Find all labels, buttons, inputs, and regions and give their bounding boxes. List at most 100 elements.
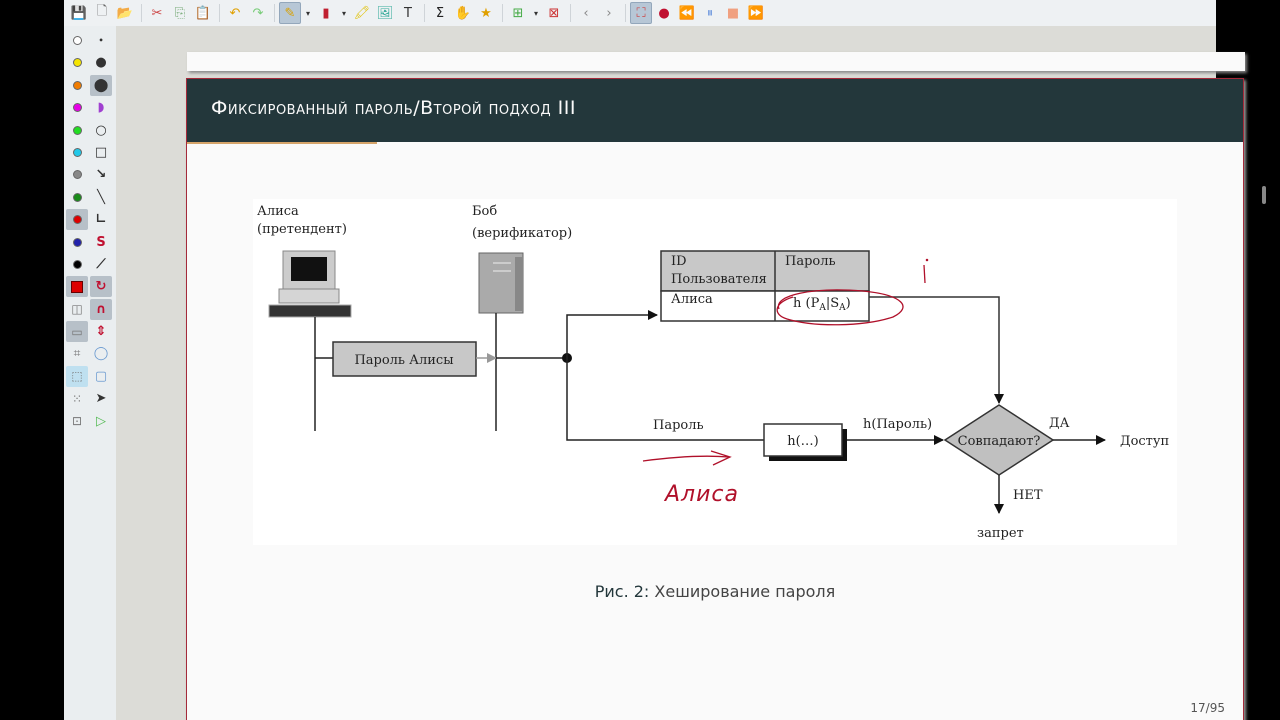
stop-button[interactable]: ■ <box>722 2 744 24</box>
color-swatch-button[interactable] <box>66 232 88 253</box>
arrow-tool-button[interactable]: ↘ <box>90 164 112 185</box>
vertical-space-button[interactable]: ⇕ <box>90 321 112 342</box>
pause-button[interactable]: ⏸ <box>699 2 721 24</box>
new-page-icon: 🗋 <box>96 4 108 19</box>
arrow-tool-icon: ↘ <box>95 167 107 183</box>
caption-text: Хеширование пароля <box>649 582 836 601</box>
magnet-tool-button[interactable]: ∩ <box>90 298 112 320</box>
ruler-tool-button[interactable]: ⟋ <box>90 254 112 275</box>
eraser-button[interactable]: ▮ <box>315 2 337 24</box>
cut-button[interactable]: ✂ <box>146 2 168 24</box>
undo-button[interactable]: ↶ <box>224 2 246 24</box>
color-swatch-button[interactable] <box>66 30 88 51</box>
handwritten-annotations[interactable] <box>642 258 929 466</box>
add-page-button[interactable]: ⊞ <box>507 2 529 24</box>
header-accent-line <box>187 142 377 144</box>
color-swatch-button[interactable] <box>66 142 88 163</box>
color-swatch-button[interactable] <box>66 75 88 96</box>
select-object-icon: ⊡ <box>71 414 83 429</box>
add-page-icon: ⊞ <box>512 5 524 21</box>
vertical-scrollbar-handle[interactable] <box>1262 186 1266 204</box>
line-tool-button[interactable]: ╲ <box>90 187 112 208</box>
record-icon: ● <box>658 5 670 21</box>
next-page-icon: › <box>606 5 612 21</box>
table-header-user: Пользователя <box>671 272 767 287</box>
rotate-tool-button[interactable]: ↻ <box>90 276 112 298</box>
new-page-button[interactable]: 🗋 <box>91 2 113 24</box>
select-region-button[interactable]: ⬚ <box>66 365 88 387</box>
annotation-text: Алиса <box>663 482 739 507</box>
hand-icon: ✋ <box>454 5 472 21</box>
record-button[interactable]: ● <box>653 2 675 24</box>
highlighter-button[interactable]: 🖍 <box>351 2 373 24</box>
chevron-down-icon[interactable]: ▾ <box>533 8 538 18</box>
thin-stroke-button[interactable]: • <box>90 30 112 51</box>
text-button[interactable]: T <box>397 2 419 24</box>
copy-icon: ⎘ <box>174 5 186 21</box>
presentation-button[interactable]: ▭ <box>66 321 88 343</box>
chevron-down-icon[interactable]: ▾ <box>305 8 310 18</box>
line-tool-icon: ╲ <box>97 189 105 205</box>
color-swatch-button[interactable] <box>66 254 88 275</box>
paste-button[interactable]: 📋 <box>192 2 214 24</box>
circle-tool-button[interactable]: ○ <box>90 120 112 141</box>
color-dot-icon <box>72 215 82 225</box>
color-swatch-button[interactable] <box>66 97 88 118</box>
server-icon <box>478 252 524 314</box>
undo-icon: ↶ <box>229 5 241 21</box>
fill-shape-icon: ◗ <box>97 100 105 116</box>
fill-color-button[interactable] <box>66 276 88 298</box>
color-swatch-button[interactable] <box>66 187 88 208</box>
text-icon: T <box>404 5 412 21</box>
color-dot-icon <box>72 103 82 113</box>
caption-label: Рис. 2: <box>594 582 650 601</box>
save-button[interactable]: 💾 <box>68 2 90 24</box>
rectangle-tool-button[interactable]: □ <box>90 142 112 163</box>
annotation-arrow <box>642 450 732 466</box>
next-page-button[interactable]: › <box>598 2 620 24</box>
color-palette: ◫▭ ⌗ ⬚⁙ ⊡ <box>66 30 90 433</box>
thick-stroke-button[interactable]: ⬤ <box>90 74 112 96</box>
lasso-select-button[interactable]: ◯ <box>90 343 112 364</box>
canvas-area[interactable]: Фиксированный пароль/Второй подход III А… <box>116 26 1266 720</box>
image-button[interactable]: 🖼 <box>374 2 396 24</box>
fullscreen-button[interactable]: ⛶ <box>630 2 652 24</box>
select-object-button[interactable]: ⊡ <box>66 411 88 432</box>
previous-slide-edge[interactable] <box>187 52 1245 71</box>
slide-page[interactable]: Фиксированный пароль/Второй подход III А… <box>186 78 1244 720</box>
fill-shape-button[interactable]: ◗ <box>90 97 112 118</box>
color-swatch-button[interactable] <box>66 209 88 231</box>
formula-button[interactable]: Σ <box>429 2 451 24</box>
chevron-down-icon[interactable]: ▾ <box>341 8 346 18</box>
pen-button[interactable]: ✎ <box>279 2 301 24</box>
table-cell-user: Алиса <box>671 292 713 307</box>
crop-icon: ⌗ <box>73 346 81 361</box>
open-folder-button[interactable]: 📂 <box>114 2 136 24</box>
computer-icon <box>268 250 352 318</box>
favorite-tool-button[interactable]: ★ <box>475 2 497 24</box>
previous-page-button[interactable]: ‹ <box>575 2 597 24</box>
fast-forward-button[interactable]: ⏩ <box>745 2 767 24</box>
crop-button[interactable]: ⌗ <box>66 343 88 364</box>
copy-button[interactable]: ⎘ <box>169 2 191 24</box>
pointer-button[interactable]: ➤ <box>90 388 112 409</box>
table-header-id: ID <box>671 254 687 269</box>
hand-button[interactable]: ✋ <box>452 2 474 24</box>
color-swatch-button[interactable] <box>66 52 88 73</box>
rect-select-button[interactable]: ▢ <box>90 366 112 387</box>
axis-tool-button[interactable]: ∟ <box>90 209 112 230</box>
color-swatch-button[interactable] <box>66 164 88 185</box>
image-icon: 🖼 <box>376 5 394 21</box>
color-swatch-button[interactable] <box>66 120 88 141</box>
delete-page-button[interactable]: ⊠ <box>543 2 565 24</box>
color-dot-icon <box>72 192 82 202</box>
two-page-button[interactable]: ◫ <box>66 299 88 320</box>
fill-color-icon <box>71 280 83 293</box>
medium-stroke-button[interactable]: ● <box>90 52 112 73</box>
select-dotted-button[interactable]: ⁙ <box>66 388 88 409</box>
toolbar-separator <box>274 4 275 22</box>
play-pointer-button[interactable]: ▷ <box>90 411 112 432</box>
redo-button[interactable]: ↷ <box>247 2 269 24</box>
rewind-button[interactable]: ⏪ <box>676 2 698 24</box>
spline-tool-button[interactable]: S <box>90 232 112 253</box>
